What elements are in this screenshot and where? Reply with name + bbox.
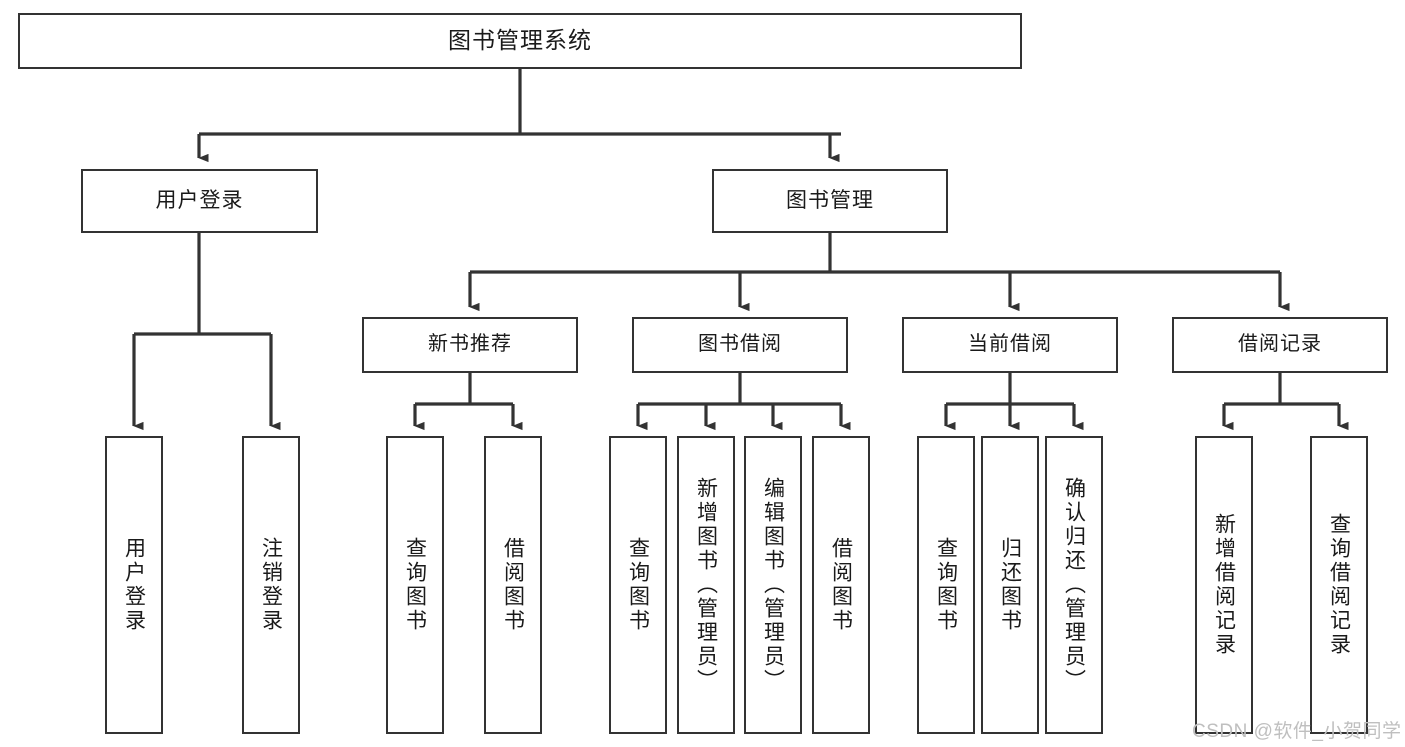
leaf-cur-return-book-label: 归还图书 — [998, 537, 1022, 633]
leaf-rec-query-book[interactable]: 查询图书 — [386, 436, 444, 734]
leaf-record-search-label: 查询借阅记录 — [1327, 513, 1351, 657]
leaf-user-login[interactable]: 用户登录 — [105, 436, 163, 734]
leaf-borrow-edit-book[interactable]: 编辑图书（管理员） — [744, 436, 802, 734]
leaf-cur-query-book[interactable]: 查询图书 — [917, 436, 975, 734]
leaf-rec-borrow-book[interactable]: 借阅图书 — [484, 436, 542, 734]
leaf-cur-query-book-label: 查询图书 — [934, 537, 958, 633]
leaf-cur-confirm-return[interactable]: 确认归还（管理员） — [1045, 436, 1103, 734]
leaf-rec-query-book-label: 查询图书 — [403, 537, 427, 633]
leaf-record-add-label: 新增借阅记录 — [1212, 513, 1236, 657]
node-borrow-record[interactable]: 借阅记录 — [1172, 317, 1388, 373]
leaf-user-logout-label: 注销登录 — [259, 537, 283, 633]
node-current-borrow[interactable]: 当前借阅 — [902, 317, 1118, 373]
node-root[interactable]: 图书管理系统 — [18, 13, 1022, 69]
node-user-login[interactable]: 用户登录 — [81, 169, 318, 233]
node-user-login-label: 用户登录 — [155, 188, 244, 212]
leaf-user-logout[interactable]: 注销登录 — [242, 436, 300, 734]
node-book-borrow[interactable]: 图书借阅 — [632, 317, 848, 373]
node-root-label: 图书管理系统 — [448, 27, 592, 54]
leaf-record-search[interactable]: 查询借阅记录 — [1310, 436, 1368, 734]
leaf-cur-confirm-return-label: 确认归还（管理员） — [1062, 477, 1086, 693]
leaf-borrow-query-book-label: 查询图书 — [626, 537, 650, 633]
node-new-book-rec[interactable]: 新书推荐 — [362, 317, 578, 373]
node-new-book-rec-label: 新书推荐 — [428, 333, 512, 356]
node-book-manage-label: 图书管理 — [786, 188, 874, 212]
leaf-rec-borrow-book-label: 借阅图书 — [501, 537, 525, 633]
leaf-user-login-label: 用户登录 — [122, 537, 146, 633]
node-book-borrow-label: 图书借阅 — [698, 333, 782, 356]
leaf-borrow-edit-book-label: 编辑图书（管理员） — [761, 477, 785, 693]
node-borrow-record-label: 借阅记录 — [1238, 333, 1322, 356]
node-current-borrow-label: 当前借阅 — [968, 333, 1052, 356]
leaf-borrow-add-book[interactable]: 新增图书（管理员） — [677, 436, 735, 734]
leaf-borrow-query-book[interactable]: 查询图书 — [609, 436, 667, 734]
leaf-borrow-do-borrow[interactable]: 借阅图书 — [812, 436, 870, 734]
leaf-borrow-add-book-label: 新增图书（管理员） — [694, 477, 718, 693]
leaf-borrow-do-borrow-label: 借阅图书 — [829, 537, 853, 633]
leaf-record-add[interactable]: 新增借阅记录 — [1195, 436, 1253, 734]
leaf-cur-return-book[interactable]: 归还图书 — [981, 436, 1039, 734]
node-book-manage[interactable]: 图书管理 — [712, 169, 948, 233]
